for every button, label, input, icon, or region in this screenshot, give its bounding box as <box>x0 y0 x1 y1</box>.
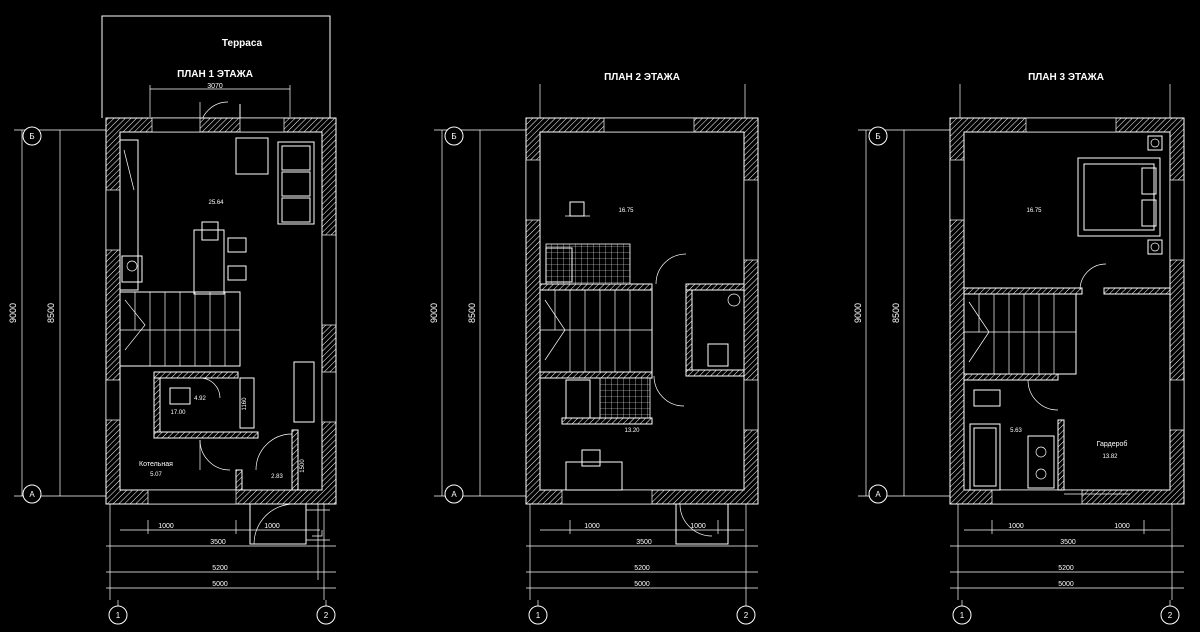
room-boiler-area: 5.07 <box>150 472 162 478</box>
plan-2-dim-9000: 9000 <box>429 303 439 323</box>
plan-1-dim-5200: 5200 <box>212 565 228 572</box>
plan-1-dim-9000: 9000 <box>8 303 18 323</box>
plan-1-dim-3500: 3500 <box>210 539 226 546</box>
plan-2-dim-1000-a: 1000 <box>584 523 600 530</box>
plan-1-stairs <box>119 291 241 367</box>
plan-1-title: ПЛАН 1 ЭТАЖА <box>177 69 253 80</box>
plan-2-axis-2: 2 <box>744 611 749 620</box>
p3-room-wardrobe-area: 13.82 <box>1102 454 1118 460</box>
plan-2-title: ПЛАН 2 ЭТАЖА <box>604 72 680 83</box>
plan-2-dim-3500: 3500 <box>636 539 652 546</box>
plan-1-terrace: Терраса 3070 <box>101 15 331 131</box>
p2-room-bedroom-1: 16.75 <box>618 208 634 214</box>
plan-3-dim-5000: 5000 <box>1058 581 1074 588</box>
plan-3: ПЛАН 3 ЭТАЖА <box>853 72 1185 625</box>
plan-3-axis-b: Б <box>875 132 880 141</box>
plan-1-axis-1: 1 <box>116 611 121 620</box>
plan-2-axis-b: Б <box>451 132 456 141</box>
dim-1500: 1500 <box>300 459 306 473</box>
plan-2-dim-5200: 5200 <box>634 565 650 572</box>
plan-3-walls <box>949 117 1185 505</box>
plan-3-dim-3500: 3500 <box>1060 539 1076 546</box>
plan-3-dim-9000: 9000 <box>853 303 863 323</box>
terrace-dim: 3070 <box>207 83 223 90</box>
plan-3-interior <box>963 135 1171 495</box>
room-living-area: 25.64 <box>208 200 224 206</box>
plan-1-walls <box>105 117 337 505</box>
plan-2-interior <box>539 201 745 545</box>
plan-3-horizontal-dims: 1000 1000 3500 5200 5000 <box>950 504 1184 600</box>
room-hall-area: 17.00 <box>170 410 186 416</box>
p3-room-wardrobe-label: Гардероб <box>1097 440 1128 448</box>
plan-3-axis-a: А <box>875 490 881 499</box>
plan-1-dim-8500: 8500 <box>46 303 56 323</box>
terrace-label: Терраса <box>222 38 263 49</box>
plan-1-vertical-dims: 9000 8500 <box>8 129 106 497</box>
plan-2-vertical-dims: 9000 8500 <box>429 129 526 497</box>
plan-3-vertical-dims: 9000 8500 <box>853 129 950 497</box>
plan-1-dim-1000-a: 1000 <box>158 523 174 530</box>
plan-1-horizontal-dims: 1000 1000 3500 5200 5000 <box>106 504 336 600</box>
plan-3-axis-markers: Б А 1 2 <box>868 126 1180 625</box>
p2-room-bedroom-2: 13.20 <box>624 428 640 434</box>
plan-1: ПЛАН 1 ЭТАЖА Терраса 3070 <box>8 15 337 625</box>
plan-1-axis-a: А <box>29 490 35 499</box>
plan-2: ПЛАН 2 ЭТАЖА <box>429 72 759 625</box>
p3-room-bedroom: 16.75 <box>1026 208 1042 214</box>
room-vestibule-area: 2.83 <box>271 474 283 480</box>
plan-2-dim-1000-b: 1000 <box>690 523 706 530</box>
room-bath-area: 4.92 <box>194 396 206 402</box>
room-boiler-label: Котельная <box>139 461 173 468</box>
plan-3-dim-1000-b: 1000 <box>1114 523 1130 530</box>
plan-1-interior <box>119 137 330 580</box>
plan-2-axis-1: 1 <box>536 611 541 620</box>
plan-1-dim-5000: 5000 <box>212 581 228 588</box>
dim-1160: 1160 <box>242 397 248 411</box>
plan-2-horizontal-dims: 1000 1000 3500 5200 5000 <box>526 504 758 600</box>
plan-1-dim-1000-b: 1000 <box>264 523 280 530</box>
plan-2-dim-8500: 8500 <box>467 303 477 323</box>
plan-3-dim-8500: 8500 <box>891 303 901 323</box>
plan-3-title: ПЛАН 3 ЭТАЖА <box>1028 72 1104 83</box>
plan-2-walls <box>525 117 759 505</box>
plan-1-axis-2: 2 <box>324 611 329 620</box>
plan-3-dim-5200: 5200 <box>1058 565 1074 572</box>
p3-room-bath-area: 5.63 <box>1010 428 1022 434</box>
plan-3-axis-2: 2 <box>1168 611 1173 620</box>
plan-2-axis-markers: Б А 1 2 <box>444 126 756 625</box>
plan-1-axis-markers: Б А 1 2 <box>22 126 336 625</box>
plan-3-dim-1000-a: 1000 <box>1008 523 1024 530</box>
plan-2-axis-a: А <box>451 490 457 499</box>
plan-2-dim-5000: 5000 <box>634 581 650 588</box>
plan-1-axis-b: Б <box>29 132 34 141</box>
plan-3-axis-1: 1 <box>960 611 965 620</box>
